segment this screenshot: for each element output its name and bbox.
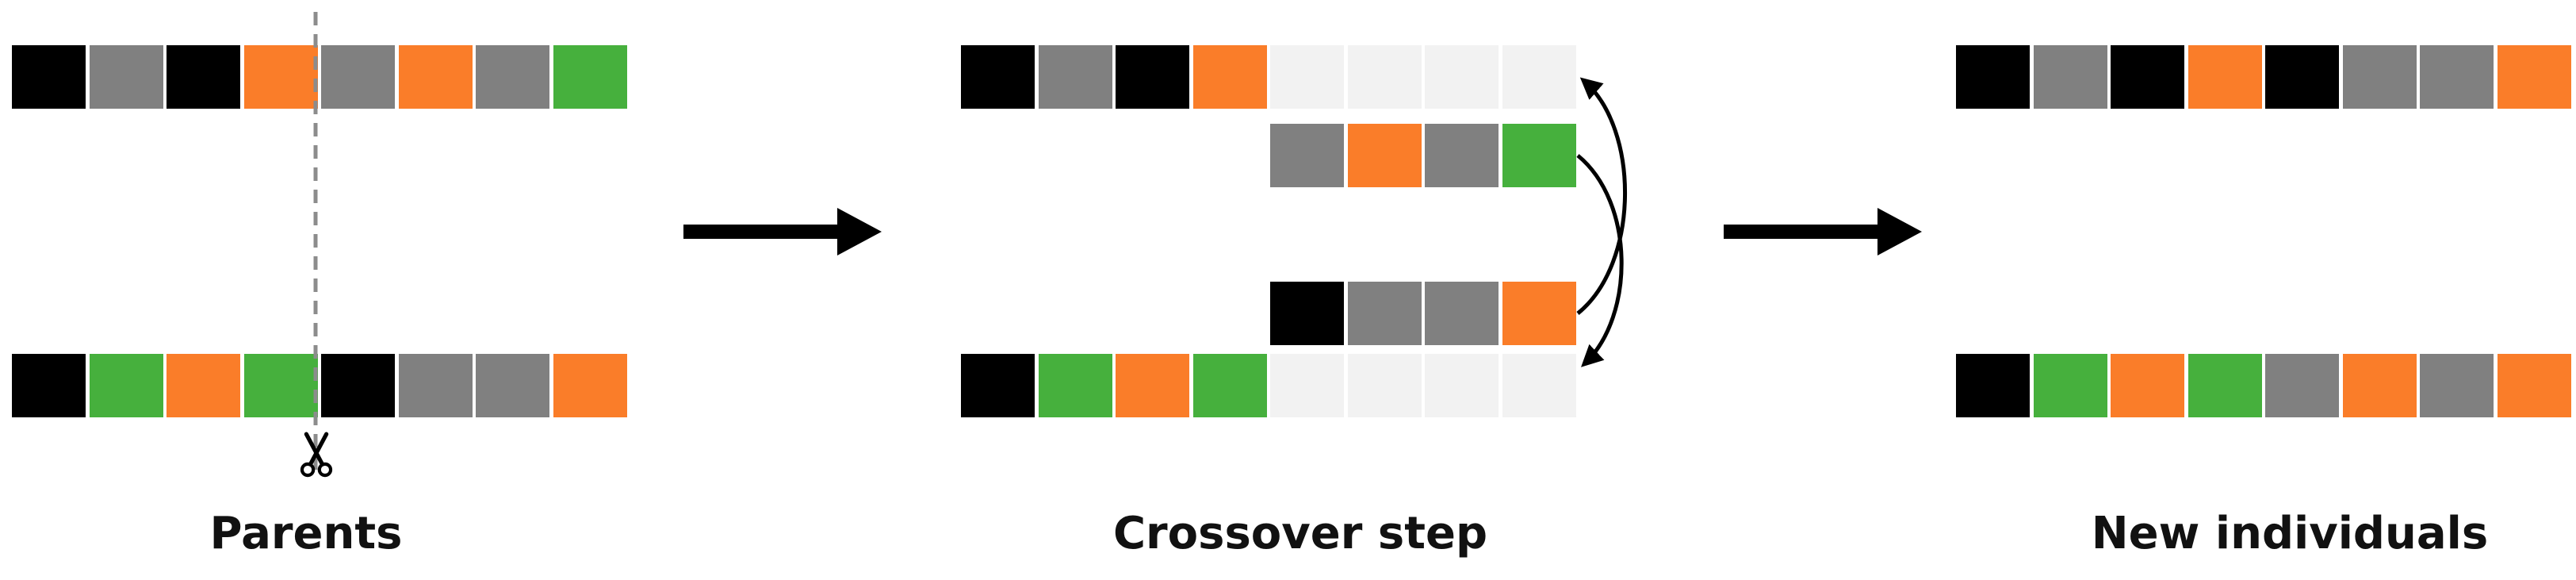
right-arrow-icon (1724, 208, 1922, 255)
gene-tile-green (1502, 124, 1576, 187)
gene-tile-green (2187, 354, 2262, 417)
gene-tile-orange (1192, 45, 1267, 109)
gene-tile-green (553, 45, 627, 109)
gene-tile-orange (1502, 282, 1576, 345)
gene-tile-orange (167, 354, 240, 417)
gene-tile-empty (1347, 354, 1422, 417)
curved-swap-arrow-down (1576, 154, 1624, 367)
gene-tile-gray (321, 45, 395, 109)
gene-tile-empty (1270, 354, 1344, 417)
gene-tile-gray (2265, 354, 2339, 417)
crossover-step-label: Crossover step (1112, 508, 1488, 559)
gene-tile-orange (1347, 124, 1422, 187)
gene-tile-green (89, 354, 163, 417)
gene-tile-orange (2187, 45, 2262, 109)
gene-tile-black (2265, 45, 2339, 109)
gene-tile-black (961, 45, 1035, 109)
gene-tile-black (167, 45, 240, 109)
gene-tile-empty (1502, 45, 1576, 109)
gene-tile-green (1038, 354, 1112, 417)
scissors-icon (300, 432, 333, 478)
gene-tile-black (1116, 45, 1189, 109)
gene-tile-empty (1502, 354, 1576, 417)
gene-tile-gray (1347, 282, 1422, 345)
gene-tile-empty (1425, 354, 1499, 417)
new-individuals-label: New individuals (2091, 508, 2489, 559)
parents-label: Parents (209, 508, 403, 559)
gene-tile-orange (398, 45, 473, 109)
gene-tile-orange (553, 354, 627, 417)
gene-tile-green (1192, 354, 1267, 417)
gene-tile-gray (1270, 124, 1344, 187)
gene-tile-black (1956, 45, 2030, 109)
gene-tile-gray (89, 45, 163, 109)
gene-tile-empty (1347, 45, 1422, 109)
gene-tile-green (2033, 354, 2107, 417)
gene-tile-orange (2342, 354, 2417, 417)
gene-tile-empty (1425, 45, 1499, 109)
gene-tile-gray (476, 45, 549, 109)
gene-tile-black (2111, 45, 2184, 109)
gene-tile-green (243, 354, 318, 417)
gene-tile-orange (2497, 45, 2571, 109)
gene-tile-orange (1116, 354, 1189, 417)
right-arrow-icon (683, 208, 882, 255)
gene-tile-black (12, 45, 86, 109)
gene-tile-gray (2342, 45, 2417, 109)
gene-tile-gray (476, 354, 549, 417)
gene-tile-orange (243, 45, 318, 109)
gene-tile-black (321, 354, 395, 417)
gene-tile-gray (1425, 282, 1499, 345)
gene-tile-black (1956, 354, 2030, 417)
gene-tile-gray (1038, 45, 1112, 109)
gene-tile-gray (1425, 124, 1499, 187)
gene-tile-gray (2420, 45, 2494, 109)
gene-tile-black (1270, 282, 1344, 345)
gene-tile-gray (2420, 354, 2494, 417)
gene-tile-gray (2033, 45, 2107, 109)
curved-swap-arrow-up (1576, 77, 1627, 315)
gene-tile-orange (2111, 354, 2184, 417)
gene-tile-orange (2497, 354, 2571, 417)
gene-tile-empty (1270, 45, 1344, 109)
gene-tile-gray (398, 354, 473, 417)
gene-tile-black (12, 354, 86, 417)
gene-tile-black (961, 354, 1035, 417)
